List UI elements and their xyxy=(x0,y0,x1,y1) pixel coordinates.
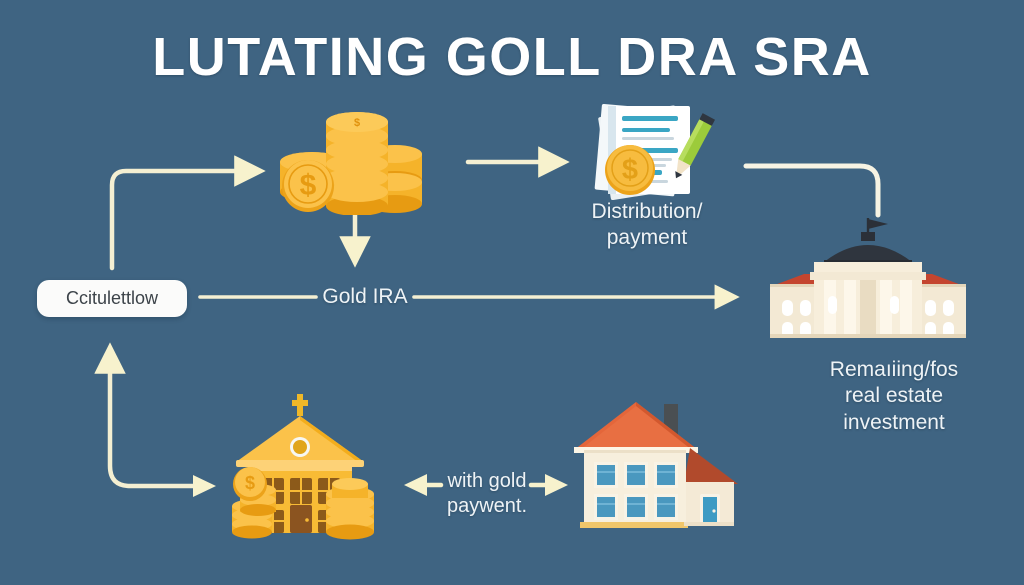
gold-coin-stacks-icon: $ $ xyxy=(272,110,442,216)
svg-text:$: $ xyxy=(622,154,638,186)
with-gold-payment-label: with gold paywent. xyxy=(446,470,528,518)
arrow-documents-to-bank xyxy=(743,163,881,218)
arrow-pill-to-coins xyxy=(109,155,266,271)
golden-bank-with-coins-icon: $ xyxy=(214,390,386,540)
capitol-bank-building-icon xyxy=(762,218,974,338)
ccitulettlow-pill[interactable]: Ccitulettlow xyxy=(37,280,187,317)
pill-label: Ccitulettlow xyxy=(65,288,159,308)
svg-text:$: $ xyxy=(300,169,317,202)
house-real-estate-icon xyxy=(570,392,748,540)
documents-with-coin-and-pencil-icon: $ xyxy=(578,103,718,201)
arrowhead-bottom-left-right xyxy=(193,475,216,497)
svg-text:$: $ xyxy=(245,473,255,493)
remaining-real-estate-label: Remaıiing/fos real estate investment xyxy=(829,358,959,434)
page-title: LUTATING GOLL DRA SRA xyxy=(152,27,872,87)
distribution-payment-label: Distribution/ payment xyxy=(591,200,703,250)
svg-text:$: $ xyxy=(354,117,360,129)
arrow-bottom-left-elbow xyxy=(94,342,199,489)
gold-ira-label: Gold IRA xyxy=(322,285,408,308)
